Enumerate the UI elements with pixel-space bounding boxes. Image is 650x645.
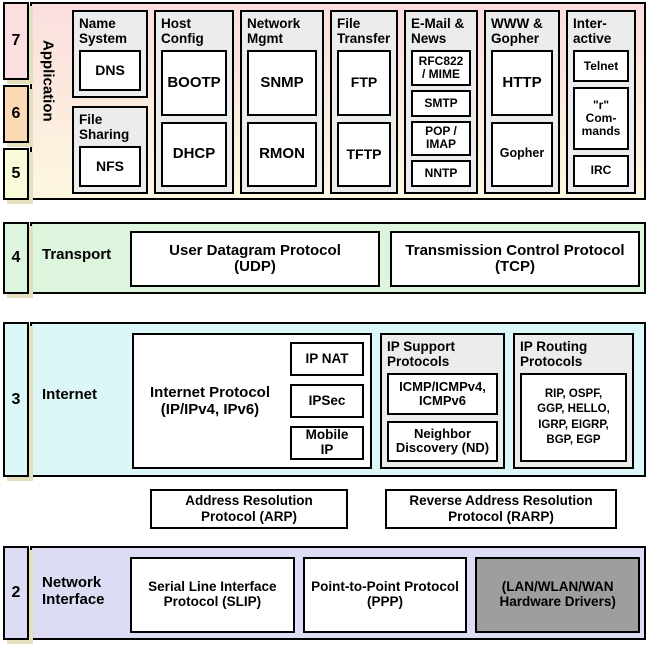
layer-transport-label: Transport xyxy=(42,246,112,263)
layer-tab-7-number: 7 xyxy=(11,32,21,49)
layer-tab-2: 2 xyxy=(3,546,29,640)
group-host-config-protocols: BOOTP DHCP xyxy=(161,50,227,187)
group-interactive-title: Inter- active xyxy=(573,16,612,47)
layer-tab-3: 3 xyxy=(3,322,29,477)
app-column-name-file: Name System DNS File Sharing NFS xyxy=(72,10,148,194)
group-email-news-title: E-Mail & News xyxy=(411,16,465,47)
protocol-neighbor-discovery: Neighbor Discovery (ND) xyxy=(387,420,498,462)
protocol-snmp: SNMP xyxy=(247,50,317,116)
layer-tab-4-number: 4 xyxy=(11,249,21,266)
layer-network-interface-label: Network Interface xyxy=(42,574,105,609)
layer-internet-label: Internet xyxy=(42,386,98,403)
protocol-http: HTTP xyxy=(491,50,553,116)
layer-transport: Transport User Datagram Protocol (UDP) T… xyxy=(30,222,646,294)
group-network-mgmt-title: Network Mgmt xyxy=(247,16,301,47)
network-interface-protocol-boxes: Serial Line Interface Protocol (SLIP) Po… xyxy=(130,557,641,633)
address-resolution-row: Address Resolution Protocol (ARP) Revers… xyxy=(0,489,650,529)
protocol-dns: DNS xyxy=(79,50,141,91)
group-ip-routing-protocols-title: IP Routing Protocols xyxy=(520,339,588,370)
protocol-ftp: FTP xyxy=(337,50,391,116)
box-internet-protocol-title: Internet Protocol (IP/IPv4, IPv6) xyxy=(149,383,270,418)
group-network-mgmt-protocols: SNMP RMON xyxy=(247,50,317,187)
protocol-bootp: BOOTP xyxy=(161,50,227,116)
layer-tab-7: 7 xyxy=(3,2,29,80)
group-ip-support-protocols-title: IP Support Protocols xyxy=(387,339,456,370)
protocol-gopher: Gopher xyxy=(491,121,553,187)
layer-tab-6-number: 6 xyxy=(11,105,21,122)
protocol-rfc822-mime: RFC822 / MIME xyxy=(411,50,471,86)
layer-network-interface: Network Interface Serial Line Interface … xyxy=(30,546,646,640)
protocol-icmp: ICMP/ICMPv4, ICMPv6 xyxy=(387,373,498,415)
group-interactive-protocols: Telnet "r" Com- mands IRC xyxy=(573,50,629,188)
group-www-gopher-title: WWW & Gopher xyxy=(491,16,543,47)
protocol-nntp: NNTP xyxy=(411,160,471,187)
protocol-telnet: Telnet xyxy=(573,50,629,83)
protocol-mobile-ip: Mobile IP xyxy=(290,426,364,460)
protocol-pop-imap: POP / IMAP xyxy=(411,120,471,157)
protocol-smtp: SMTP xyxy=(411,89,471,117)
protocol-dhcp: DHCP xyxy=(161,121,227,187)
transport-protocol-boxes: User Datagram Protocol (UDP) Transmissio… xyxy=(130,231,640,287)
group-ip-support-protocols-items: ICMP/ICMPv4, ICMPv6 Neighbor Discovery (… xyxy=(387,373,498,462)
protocol-rarp: Reverse Address Resolution Protocol (RAR… xyxy=(385,489,617,529)
group-host-config: Host Config BOOTP DHCP xyxy=(154,10,234,194)
group-file-sharing-title: File Sharing xyxy=(79,112,130,143)
layer-internet: Internet Internet Protocol (IP/IPv4, IPv… xyxy=(30,322,646,477)
protocol-ip-nat: IP NAT xyxy=(290,342,364,376)
layer-tab-3-number: 3 xyxy=(11,390,21,408)
protocol-arp: Address Resolution Protocol (ARP) xyxy=(150,489,348,529)
protocol-tcp: Transmission Control Protocol (TCP) xyxy=(390,231,640,287)
protocol-routing-list: RIP, OSPF, GGP, HELLO, IGRP, EIGRP, BGP,… xyxy=(520,373,627,462)
protocol-ppp: Point-to-Point Protocol (PPP) xyxy=(302,557,468,633)
ip-side-protocols: IP NAT IPSec Mobile IP xyxy=(290,342,364,460)
protocol-udp: User Datagram Protocol (UDP) xyxy=(130,231,380,287)
protocol-r-commands: "r" Com- mands xyxy=(573,87,629,151)
protocol-irc: IRC xyxy=(573,155,629,188)
group-network-mgmt: Network Mgmt SNMP RMON xyxy=(240,10,324,194)
group-www-gopher-protocols: HTTP Gopher xyxy=(491,50,553,187)
layer-tab-4: 4 xyxy=(3,222,29,294)
layer-tab-5: 5 xyxy=(3,148,29,200)
group-file-transfer-protocols: FTP TFTP xyxy=(337,50,391,187)
group-file-sharing: File Sharing NFS xyxy=(72,106,148,194)
box-internet-protocol: Internet Protocol (IP/IPv4, IPv6) IP NAT… xyxy=(132,333,372,469)
group-ip-support-protocols: IP Support Protocols ICMP/ICMPv4, ICMPv6… xyxy=(380,333,505,469)
protocol-slip: Serial Line Interface Protocol (SLIP) xyxy=(130,557,295,633)
protocol-hardware-drivers: (LAN/WLAN/WAN Hardware Drivers) xyxy=(475,557,641,633)
group-host-config-title: Host Config xyxy=(161,16,204,47)
group-name-system-title: Name System xyxy=(79,16,128,47)
protocol-nfs: NFS xyxy=(79,146,141,187)
group-ip-routing-protocols: IP Routing Protocols RIP, OSPF, GGP, HEL… xyxy=(513,333,634,469)
group-interactive: Inter- active Telnet "r" Com- mands IRC xyxy=(566,10,636,194)
protocol-rmon: RMON xyxy=(247,121,317,187)
layer-application: Application Name System DNS File Sharing… xyxy=(30,2,646,200)
internet-protocol-columns: Internet Protocol (IP/IPv4, IPv6) IP NAT… xyxy=(132,333,640,469)
group-www-gopher: WWW & Gopher HTTP Gopher xyxy=(484,10,560,194)
layer-tab-6: 6 xyxy=(3,85,29,143)
group-email-news: E-Mail & News RFC822 / MIME SMTP POP / I… xyxy=(404,10,478,194)
group-email-news-protocols: RFC822 / MIME SMTP POP / IMAP NNTP xyxy=(411,50,471,187)
group-file-transfer-title: File Transfer xyxy=(337,16,391,47)
layer-tab-2-number: 2 xyxy=(11,584,21,601)
protocol-tftp: TFTP xyxy=(337,121,391,187)
group-name-system: Name System DNS xyxy=(72,10,148,98)
application-protocol-columns: Name System DNS File Sharing NFS Host Co… xyxy=(72,10,642,194)
protocol-ipsec: IPSec xyxy=(290,384,364,418)
layer-tab-5-number: 5 xyxy=(11,165,21,182)
layer-application-label: Application xyxy=(39,40,57,122)
group-file-transfer: File Transfer FTP TFTP xyxy=(330,10,398,194)
